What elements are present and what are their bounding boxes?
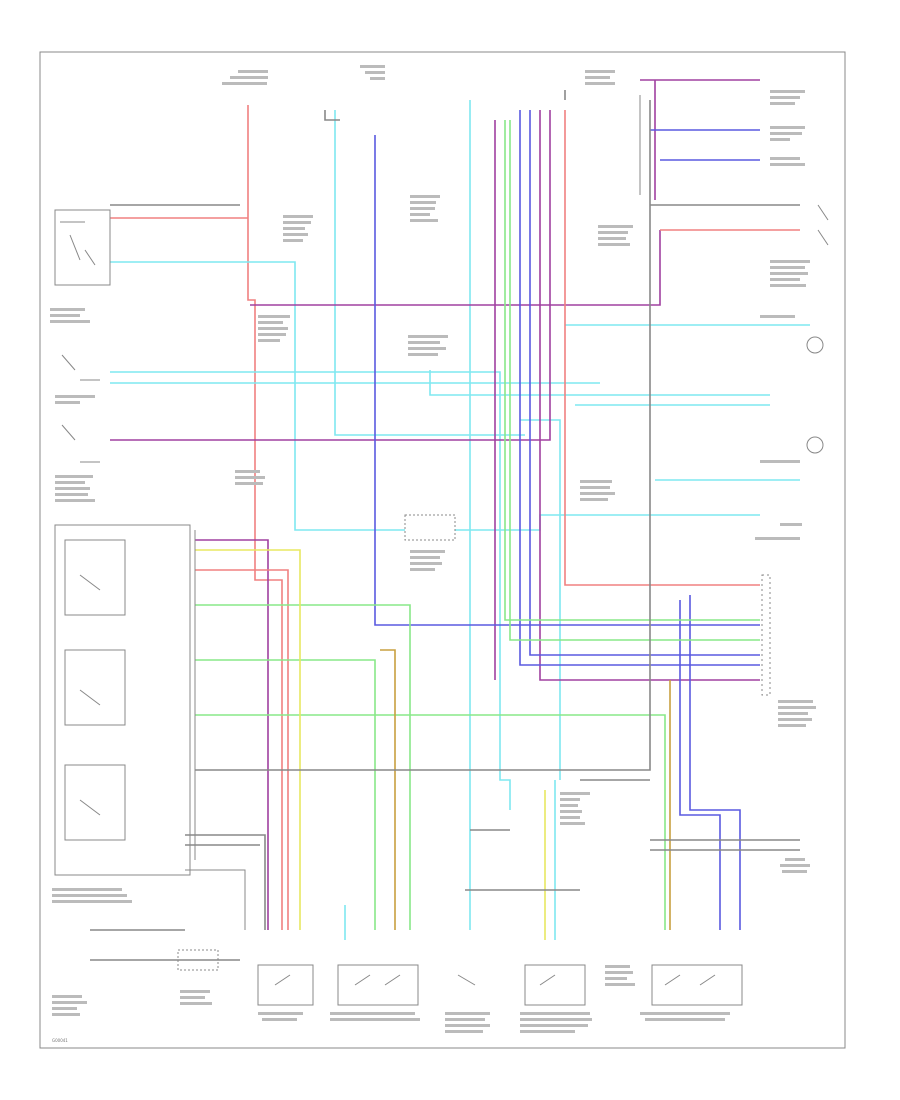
- switch-box-5-symbol: [664, 974, 716, 986]
- wire-blue-1: [374, 135, 760, 626]
- wiring-group: [90, 79, 810, 961]
- switch-box-2: [337, 964, 419, 1006]
- switch-1-symbol: [61, 354, 100, 381]
- wire-cyan-1: [110, 261, 405, 531]
- label-strips: [50, 65, 816, 1033]
- right-switch-symbol: [817, 204, 829, 246]
- relay-c-box: [64, 764, 126, 841]
- right-connector: [761, 574, 771, 696]
- main-relay-box: [54, 209, 111, 286]
- diagram-frame: [39, 51, 846, 1049]
- switch-2-symbol: [61, 424, 100, 463]
- wire-red-3: [564, 110, 760, 586]
- footer-code: G00041: [52, 1038, 68, 1043]
- bottom-left-connector: [177, 949, 219, 971]
- wire-red-5: [195, 569, 289, 930]
- wire-gray-5: [185, 834, 266, 930]
- main-relay-symbol: [60, 221, 96, 266]
- relay-contacts: [79, 574, 101, 816]
- wire-yellow-1: [195, 549, 301, 930]
- frame-lines: [185, 95, 641, 930]
- wire-green-5: [509, 120, 760, 641]
- wire-purple-4: [539, 110, 760, 681]
- wire-cyan-4: [110, 371, 511, 810]
- wire-green-2: [195, 659, 376, 930]
- control-unit-box: [54, 524, 191, 876]
- wire-cyan-3: [334, 110, 525, 436]
- wire-green-1: [195, 604, 411, 930]
- wire-purple-1: [250, 230, 661, 306]
- wire-blue-7: [679, 600, 721, 930]
- wire-olive-1: [380, 649, 396, 930]
- indicator-lamp-1: [806, 336, 824, 354]
- wire-green-3: [195, 714, 666, 930]
- relay-b-box: [64, 649, 126, 726]
- switch-box-5: [651, 964, 743, 1006]
- switch-box-2-symbol: [354, 974, 401, 986]
- switch-box-4: [524, 964, 586, 1006]
- wire-red-1: [247, 105, 283, 930]
- wire-purple-2: [110, 110, 551, 441]
- switch-box-1-symbol: [274, 974, 291, 986]
- wire-gray-14: [324, 110, 340, 121]
- indicator-lamp-2: [806, 436, 824, 454]
- wire-green-4: [504, 120, 760, 621]
- switch-box-4-symbol: [539, 974, 556, 986]
- switch-box-1: [257, 964, 314, 1006]
- wire-cyan-6: [429, 370, 770, 396]
- components: [54, 95, 829, 1006]
- wire-gray-1: [195, 100, 651, 771]
- wire-blue-6: [689, 595, 741, 930]
- switch-box-3-symbol: [457, 974, 476, 986]
- wire-purple-3: [195, 539, 269, 930]
- wire-cyan-13: [520, 419, 561, 780]
- relay-a-box: [64, 539, 126, 616]
- junction-connector: [404, 514, 456, 541]
- wire-blue-5: [529, 110, 760, 656]
